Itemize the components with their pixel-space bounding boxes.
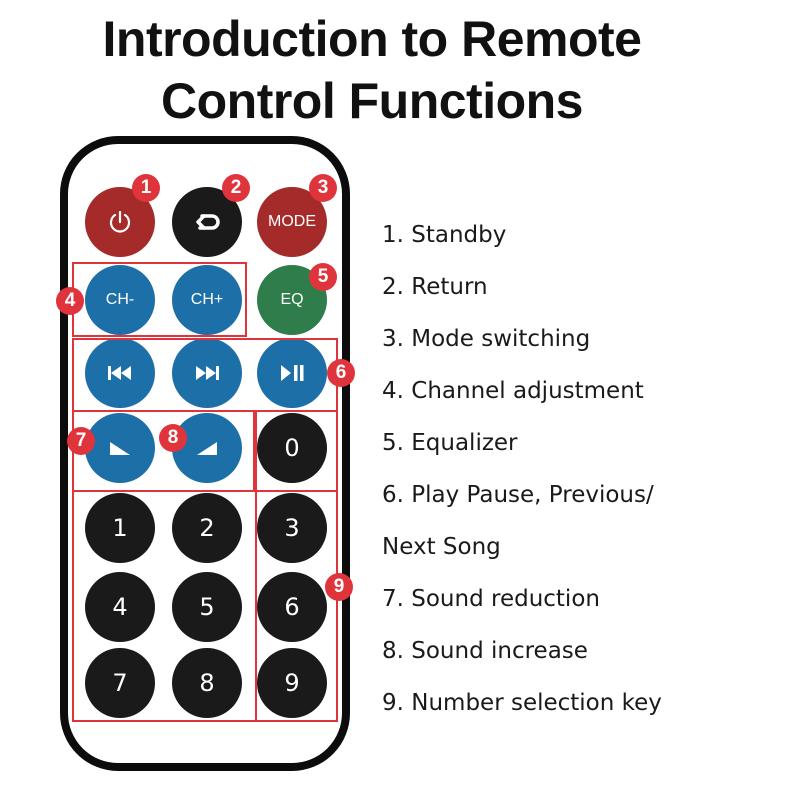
legend-item-2: 2. Return [382, 274, 488, 300]
volume-group-outline [72, 410, 255, 492]
digit-7-button[interactable]: 7 [85, 648, 155, 718]
legend-item-5: 5. Equalizer [382, 430, 518, 456]
digit-3-button[interactable]: 3 [257, 493, 327, 563]
callout-badge-9: 9 [325, 573, 353, 601]
digit-5-button[interactable]: 5 [172, 572, 242, 642]
digit-0-button[interactable]: 0 [257, 413, 327, 483]
volume-down-button[interactable] [85, 413, 155, 483]
next-button[interactable] [172, 338, 242, 408]
callout-badge-7: 7 [67, 427, 95, 455]
callout-badge-8: 8 [159, 424, 187, 452]
digit-4-button[interactable]: 4 [85, 572, 155, 642]
channel-group-outline [72, 262, 247, 337]
previous-track-icon [106, 365, 134, 381]
volume-down-icon [108, 440, 132, 456]
play-pause-icon [279, 364, 305, 382]
number-group-outline [72, 490, 338, 722]
digit-1-button[interactable]: 1 [85, 493, 155, 563]
callout-badge-6: 6 [327, 359, 355, 387]
callout-badge-5: 5 [309, 263, 337, 291]
legend-item-9: 9. Number selection key [382, 690, 662, 716]
callout-badge-3: 3 [309, 174, 337, 202]
channel-up-button[interactable]: CH+ [172, 265, 242, 335]
return-icon [193, 210, 221, 234]
volume-up-icon [195, 440, 219, 456]
power-icon [107, 209, 133, 235]
previous-button[interactable] [85, 338, 155, 408]
play-pause-button[interactable] [257, 338, 327, 408]
callout-badge-2: 2 [222, 174, 250, 202]
legend-item-6-continued: Next Song [382, 534, 501, 560]
legend-item-3: 3. Mode switching [382, 326, 591, 352]
page-title-line-2: Control Functions [161, 73, 584, 129]
digit-2-button[interactable]: 2 [172, 493, 242, 563]
page-title-line-1: Introduction to Remote [102, 11, 642, 67]
callout-badge-1: 1 [132, 174, 160, 202]
next-track-icon [193, 365, 221, 381]
digit-8-button[interactable]: 8 [172, 648, 242, 718]
volume-up-button[interactable] [172, 413, 242, 483]
digit-9-button[interactable]: 9 [257, 648, 327, 718]
digit-6-button[interactable]: 6 [257, 572, 327, 642]
legend-item-8: 8. Sound increase [382, 638, 588, 664]
legend-item-1: 1. Standby [382, 222, 507, 248]
legend-item-4: 4. Channel adjustment [382, 378, 644, 404]
callout-badge-4: 4 [56, 287, 84, 315]
channel-down-button[interactable]: CH- [85, 265, 155, 335]
legend-item-7: 7. Sound reduction [382, 586, 600, 612]
legend-item-6: 6. Play Pause, Previous/ [382, 482, 654, 508]
playback-group-outline [72, 338, 338, 412]
